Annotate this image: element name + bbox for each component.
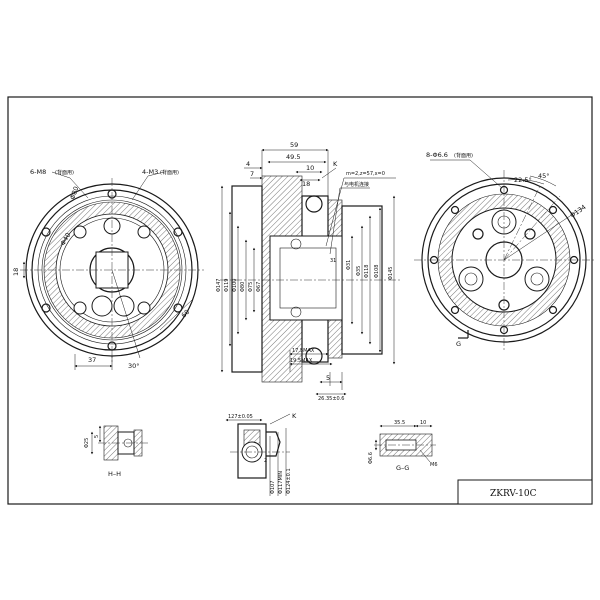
section-g-g: 35.5 10 Φ6.6 M6 G–G	[368, 420, 438, 472]
dia-31: Φ31	[346, 260, 352, 270]
k-dim-2: 2	[264, 458, 267, 464]
note-motor: 与电机连接	[344, 181, 369, 188]
k-dim-127: 127±0.05	[228, 414, 253, 420]
dia-134: Φ134	[569, 203, 588, 220]
bolt-holes-8	[429, 185, 579, 335]
dia-108: Φ108	[374, 265, 380, 278]
drawing-frame	[7, 96, 593, 505]
k-label: K	[292, 412, 297, 420]
label-6-m8: 6-M8	[30, 168, 46, 176]
dim-59: 59	[290, 141, 298, 149]
model-number: ZKRV-10C	[490, 489, 537, 499]
gg-thread: M6	[430, 462, 438, 468]
hh-label: H–H	[108, 470, 121, 478]
dia-35: Φ35	[356, 266, 362, 276]
dia-119: Φ119	[224, 279, 230, 292]
dim-4: 4	[246, 160, 250, 168]
hh-dim-25: Φ25	[84, 438, 90, 448]
middle-view: 59 49.5 4 7 10 18 K m=2,z=57,x=0 与电机连接 Φ…	[216, 141, 400, 402]
dia-80: Φ80	[240, 282, 246, 292]
right-view: 8-Φ6.6 (背面用) 45° 22.5° Φ134 G	[414, 151, 594, 350]
dim-17-5max: 17.5MAX	[292, 348, 315, 354]
dim-37: 37	[88, 356, 96, 364]
label-8-holes: 8-Φ6.6	[426, 151, 448, 159]
label-4-m3: 4-M3	[142, 168, 158, 176]
section-h-h: Φ25 5 H–H	[84, 425, 148, 478]
dim-10: 10	[306, 164, 314, 172]
dim-26-35: 26.35±0.6	[318, 396, 344, 402]
gg-dim-35-5: 35.5	[394, 420, 405, 426]
dia-145: Φ145	[388, 267, 394, 280]
dia-118: Φ118	[364, 265, 370, 278]
label-4-m3-note: (背面用)	[160, 169, 179, 176]
dim-7: 7	[250, 170, 254, 178]
dim-18: 18	[302, 180, 310, 188]
title-block: ZKRV-10C	[457, 479, 593, 505]
dim-19-5max: 19.5MAX	[290, 358, 313, 364]
k-dia-124: Φ124±0.1	[286, 468, 292, 494]
dim-60: 60	[180, 308, 192, 320]
gg-label: G–G	[396, 464, 409, 472]
dim-49-5: 49.5	[286, 153, 300, 161]
dim-5: 5	[326, 374, 330, 382]
angle-45: 45°	[538, 172, 550, 180]
gear-spec: m=2,z=57,x=0	[346, 171, 385, 177]
label-k: K	[333, 160, 338, 168]
dim-31: 31	[330, 258, 336, 264]
dia-outer-hole: Φ80	[68, 185, 80, 200]
detail-k: 127±0.05 K 2 Φ107 Φ117MIN Φ124±0.1	[225, 412, 297, 496]
angle-30: 30°	[128, 362, 140, 370]
hh-dim-5: 5	[94, 435, 100, 438]
label-g: G	[456, 340, 461, 348]
dim-18: 18	[12, 268, 20, 276]
k-dia-117: Φ117MIN	[278, 471, 284, 494]
angle-22-5: 22.5°	[514, 176, 532, 184]
label-6-m8-note: (背面用)	[55, 169, 74, 176]
label-8-holes-note: (背面用)	[454, 152, 473, 159]
dia-67: Φ67	[256, 282, 262, 292]
gg-dia-6-6: Φ6.6	[368, 452, 374, 464]
dia-75: Φ75	[248, 282, 254, 292]
gg-dim-10: 10	[420, 420, 426, 426]
left-view: 6-M8 (背面用) 4-M3 (背面用) Φ80 Φ40 37 30° 18 …	[12, 168, 204, 370]
dia-147: Φ147	[216, 279, 222, 292]
k-dia-107: Φ107	[270, 481, 276, 494]
dia-100: Φ100	[232, 279, 238, 292]
